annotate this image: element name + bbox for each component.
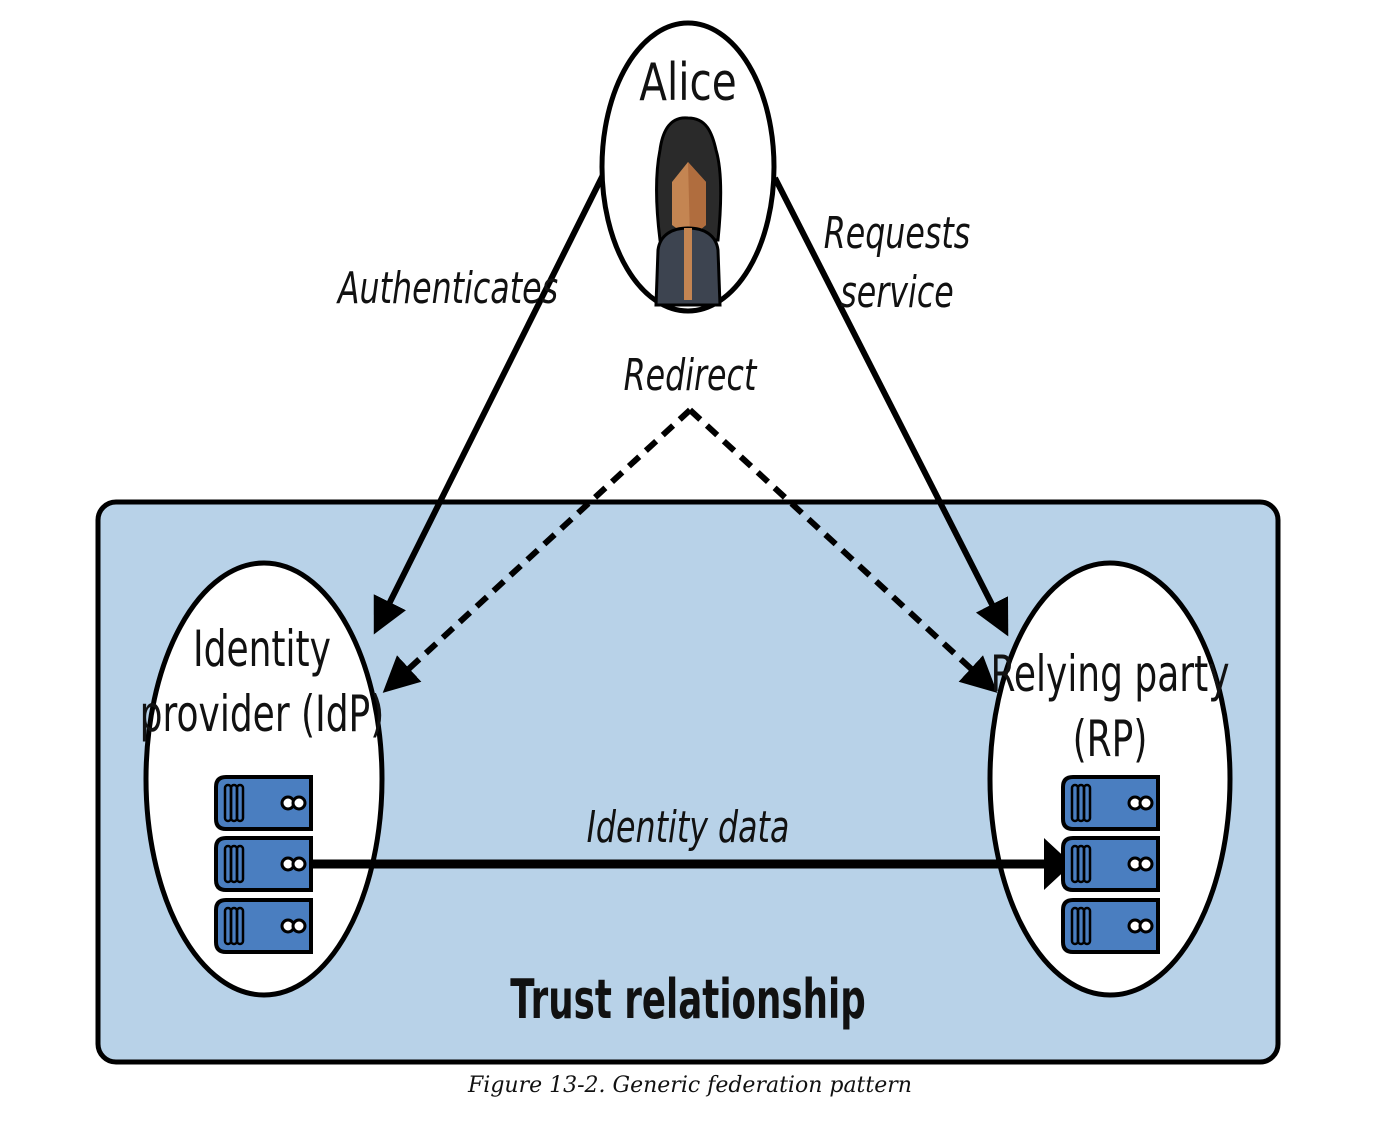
rp-servers <box>1061 775 1160 954</box>
server-icon <box>214 898 313 954</box>
requests-service-label-line2: service <box>840 267 953 319</box>
authenticates-arrow <box>373 173 606 635</box>
server-icon <box>1061 836 1160 892</box>
alice-label: Alice <box>639 52 737 112</box>
server-icon <box>214 775 313 831</box>
idp-servers <box>214 775 313 954</box>
server-icon <box>1061 775 1160 831</box>
identity-data-label: Identity data <box>587 802 790 854</box>
rp-label-line1: Relying party <box>990 646 1229 703</box>
server-icon <box>214 836 313 892</box>
person-icon <box>654 116 723 307</box>
server-icon <box>1061 898 1160 954</box>
trust-relationship-label: Trust relationship <box>510 968 865 1031</box>
identity-data-arrowhead <box>1044 838 1072 890</box>
trust-relationship-box <box>95 499 1281 1065</box>
authenticates-label: Authenticates <box>335 263 558 315</box>
idp-label-line1: Identity <box>193 621 331 678</box>
idp-label-line2: provider (IdP) <box>140 686 385 743</box>
figure-caption: Figure 13-2. Generic federation pattern <box>468 1073 912 1098</box>
rp-label-line2: (RP) <box>1073 711 1148 768</box>
redirect-label: Redirect <box>624 350 758 402</box>
requests-service-label-line1: Requests <box>824 208 971 260</box>
requests-service-arrow <box>772 176 1009 637</box>
